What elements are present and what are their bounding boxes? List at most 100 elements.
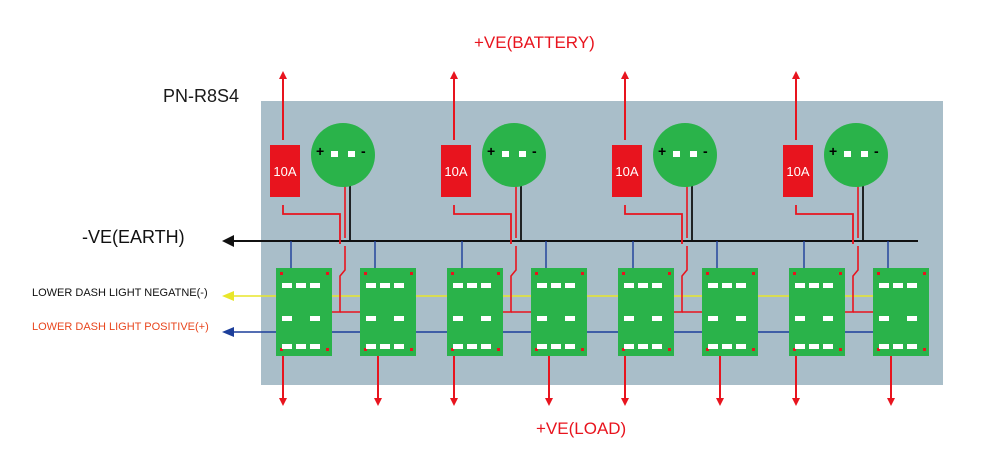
switch-corner-mark	[877, 348, 880, 351]
switch-terminal	[893, 344, 903, 349]
connector-pin	[502, 151, 509, 157]
switch-terminal	[481, 283, 491, 288]
rocker-switch	[447, 268, 503, 356]
switch-corner-mark	[622, 272, 625, 275]
switch-terminal	[823, 316, 833, 321]
connector-minus-mark: -	[532, 143, 537, 159]
switch-terminal	[310, 344, 320, 349]
fuse-rating-label: 10A	[273, 164, 297, 179]
power-connector	[824, 123, 888, 187]
switch-terminal	[481, 316, 491, 321]
switch-corner-mark	[581, 348, 584, 351]
dash-negative-label: LOWER DASH LIGHT NEGATNE(-)	[32, 287, 208, 299]
switch-terminal	[551, 344, 561, 349]
fuse-rating-label: 10A	[444, 164, 468, 179]
switch-corner-mark	[535, 272, 538, 275]
switch-corner-mark	[793, 272, 796, 275]
connector-pin	[844, 151, 851, 157]
switch-terminal	[366, 344, 376, 349]
switch-terminal	[624, 283, 634, 288]
switch-corner-mark	[923, 348, 926, 351]
switch-terminal	[394, 316, 404, 321]
switch-terminal	[708, 283, 718, 288]
earth-arrow	[222, 235, 234, 247]
connector-pin	[673, 151, 680, 157]
switch-corner-mark	[668, 272, 671, 275]
switch-terminal	[907, 316, 917, 321]
switch-terminal	[467, 344, 477, 349]
connector-minus-mark: -	[874, 143, 879, 159]
switch-terminal	[638, 344, 648, 349]
connector-pin	[690, 151, 697, 157]
switch-terminal	[907, 344, 917, 349]
switch-corner-mark	[752, 272, 755, 275]
fuse	[612, 145, 642, 197]
switch-corner-mark	[839, 348, 842, 351]
fuse	[441, 145, 471, 197]
switch-terminal	[708, 316, 718, 321]
switch-corner-mark	[326, 272, 329, 275]
switch-terminal	[879, 283, 889, 288]
switch-terminal	[722, 344, 732, 349]
dash-positive-label: LOWER DASH LIGHT POSITIVE(+)	[32, 321, 209, 333]
switch-terminal	[551, 283, 561, 288]
rocker-switch	[360, 268, 416, 356]
fuse-feed-wire	[282, 205, 341, 244]
devices: +-+-+-+-	[270, 123, 929, 356]
switch-corner-mark	[497, 272, 500, 275]
switch-corner-mark	[364, 272, 367, 275]
switch-terminal	[652, 283, 662, 288]
dash-positive-arrow	[222, 327, 234, 337]
switch-corner-mark	[839, 272, 842, 275]
switch-corner-mark	[622, 348, 625, 351]
switch-terminal	[907, 283, 917, 288]
switch-terminal	[310, 316, 320, 321]
fuse-rating-label: 10A	[615, 164, 639, 179]
switch-corner-mark	[364, 348, 367, 351]
switch-terminal	[624, 344, 634, 349]
switch-corner-mark	[280, 272, 283, 275]
switch-terminal	[652, 316, 662, 321]
connector-pin	[348, 151, 355, 157]
switch-terminal	[624, 316, 634, 321]
switch-terminal	[282, 283, 292, 288]
fuse	[270, 145, 300, 197]
connector-plus-mark: +	[829, 143, 837, 159]
rocker-switch	[531, 268, 587, 356]
switch-corner-mark	[410, 272, 413, 275]
switch-terminal	[296, 344, 306, 349]
power-connector	[482, 123, 546, 187]
switch-terminal	[893, 283, 903, 288]
switch-terminal	[736, 344, 746, 349]
switch-corner-mark	[706, 348, 709, 351]
switch-terminal	[467, 283, 477, 288]
rocker-switch	[789, 268, 845, 356]
switch-terminal	[809, 283, 819, 288]
switch-terminal	[565, 316, 575, 321]
switch-corner-mark	[451, 272, 454, 275]
switch-terminal	[565, 283, 575, 288]
switch-terminal	[366, 283, 376, 288]
switch-terminal	[823, 283, 833, 288]
switch-corner-mark	[410, 348, 413, 351]
switch-terminal	[296, 283, 306, 288]
switch-terminal	[795, 344, 805, 349]
switch-corner-mark	[581, 272, 584, 275]
switch-corner-mark	[923, 272, 926, 275]
switch-terminal	[481, 344, 491, 349]
switch-corner-mark	[793, 348, 796, 351]
fuse	[783, 145, 813, 197]
battery-label: +VE(BATTERY)	[474, 33, 595, 52]
switch-terminal	[366, 316, 376, 321]
rocker-switch	[618, 268, 674, 356]
switch-terminal	[537, 316, 547, 321]
dash-negative-arrow	[222, 291, 234, 301]
switch-terminal	[282, 316, 292, 321]
fuse-feed-wire	[453, 205, 512, 244]
switch-terminal	[380, 344, 390, 349]
switch-terminal	[795, 283, 805, 288]
switch-terminal	[565, 344, 575, 349]
switch-terminal	[708, 344, 718, 349]
switch-corner-mark	[280, 348, 283, 351]
